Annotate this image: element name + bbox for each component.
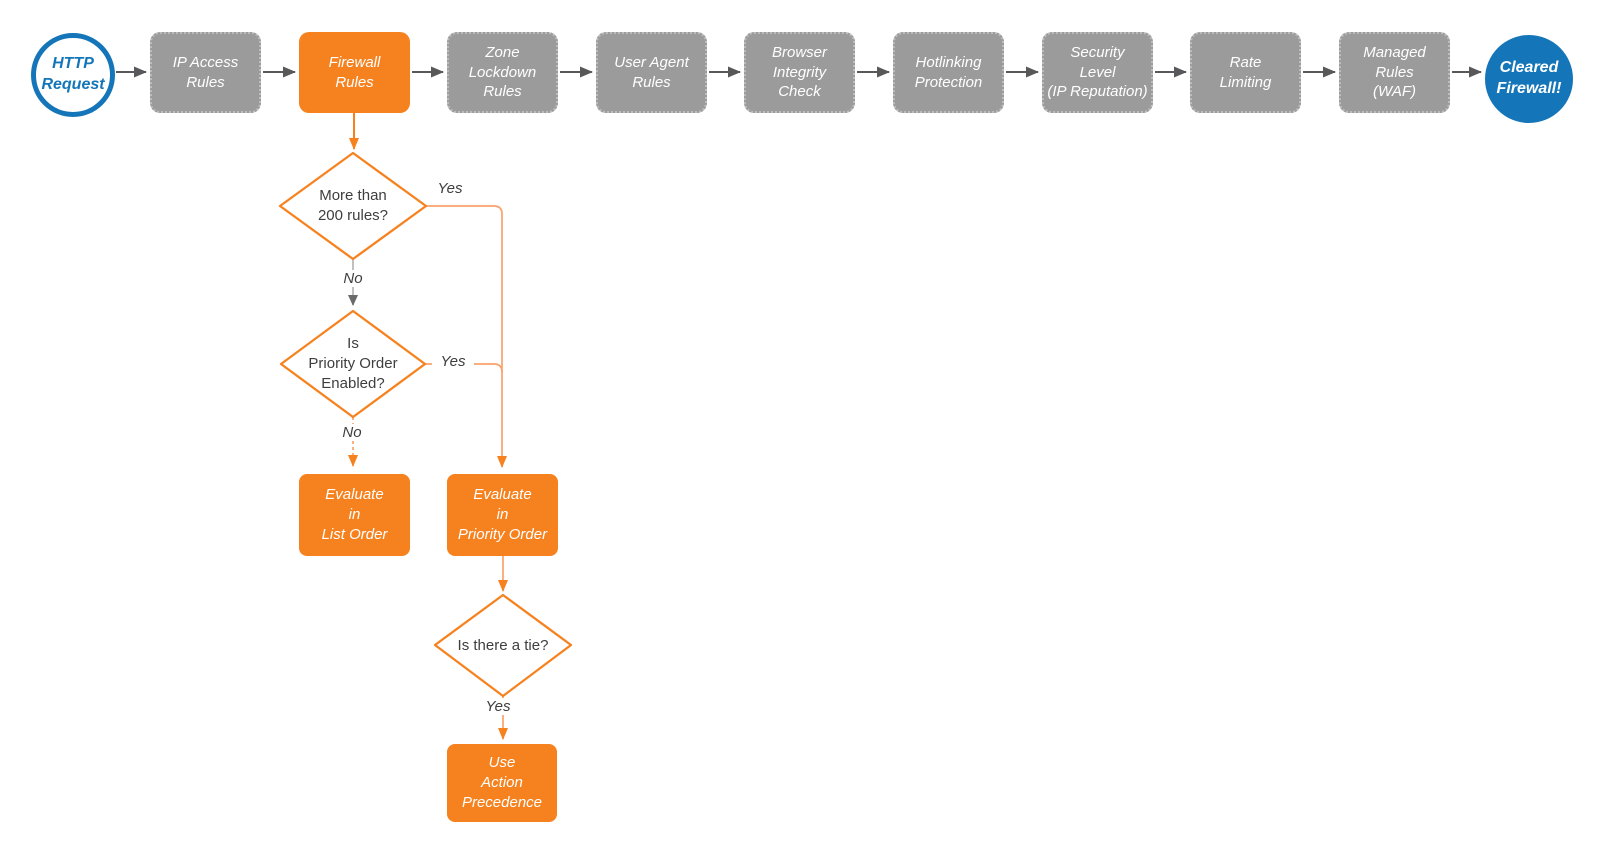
stage-label: Rate Limiting	[1219, 53, 1272, 91]
http-request-label: HTTP Request	[41, 55, 105, 93]
edge-label-rule-count-no: No	[332, 270, 374, 287]
arrow-rule-count-yes-to-priority-order-box	[426, 205, 507, 468]
stage-firewall-rules: Firewall Rules	[299, 32, 410, 113]
stage-managed-rules-waf: Managed Rules (WAF)	[1339, 32, 1450, 113]
stage-security-level: Security Level (IP Reputation)	[1042, 32, 1153, 113]
tie-decision-diamond	[433, 593, 573, 698]
stage-label: Browser Integrity Check	[771, 43, 827, 101]
stage-label: Firewall Rules	[328, 53, 381, 91]
stage-zone-lockdown-rules: Zone Lockdown Rules	[447, 32, 558, 113]
cleared-firewall-node: Cleared Firewall!	[1485, 35, 1573, 123]
rule-count-question: More than 200 rules?	[317, 187, 389, 224]
use-action-precedence-node: Use Action Precedence	[447, 744, 557, 822]
stage-hotlinking-protection: Hotlinking Protection	[893, 32, 1004, 113]
stage-label: Security Level (IP Reputation)	[1047, 43, 1148, 101]
stage-label: Hotlinking Protection	[914, 53, 983, 91]
stage-rate-limiting: Rate Limiting	[1190, 32, 1301, 113]
stage-ip-access-rules: IP Access Rules	[150, 32, 261, 113]
edge-label-rule-count-yes: Yes	[437, 180, 463, 197]
edge-label-tie-yes: Yes	[477, 698, 519, 715]
priority-order-question: Is Priority Order Enabled?	[308, 335, 398, 392]
stage-label: Managed Rules (WAF)	[1363, 43, 1426, 101]
evaluate-priority-order-node: Evaluate in Priority Order	[447, 474, 558, 556]
evaluate-list-order-node: Evaluate in List Order	[299, 474, 410, 556]
stage-label: IP Access Rules	[172, 53, 239, 91]
use-action-precedence-label: Use Action Precedence	[461, 754, 543, 811]
stage-label: User Agent Rules	[614, 53, 689, 91]
rule-count-decision-diamond	[278, 151, 428, 261]
http-request-node: HTTP Request	[31, 33, 115, 117]
edge-label-priority-no: No	[331, 424, 373, 441]
cleared-firewall-label: Cleared Firewall!	[1496, 59, 1562, 97]
tie-question: Is there a tie?	[457, 637, 549, 654]
edge-label-priority-yes: Yes	[432, 353, 474, 370]
evaluate-list-order-label: Evaluate in List Order	[321, 486, 388, 543]
priority-order-decision-diamond	[279, 309, 427, 419]
evaluate-priority-order-label: Evaluate in Priority Order	[457, 486, 548, 543]
stage-label: Zone Lockdown Rules	[468, 43, 537, 101]
stage-browser-integrity-check: Browser Integrity Check	[744, 32, 855, 113]
stage-user-agent-rules: User Agent Rules	[596, 32, 707, 113]
